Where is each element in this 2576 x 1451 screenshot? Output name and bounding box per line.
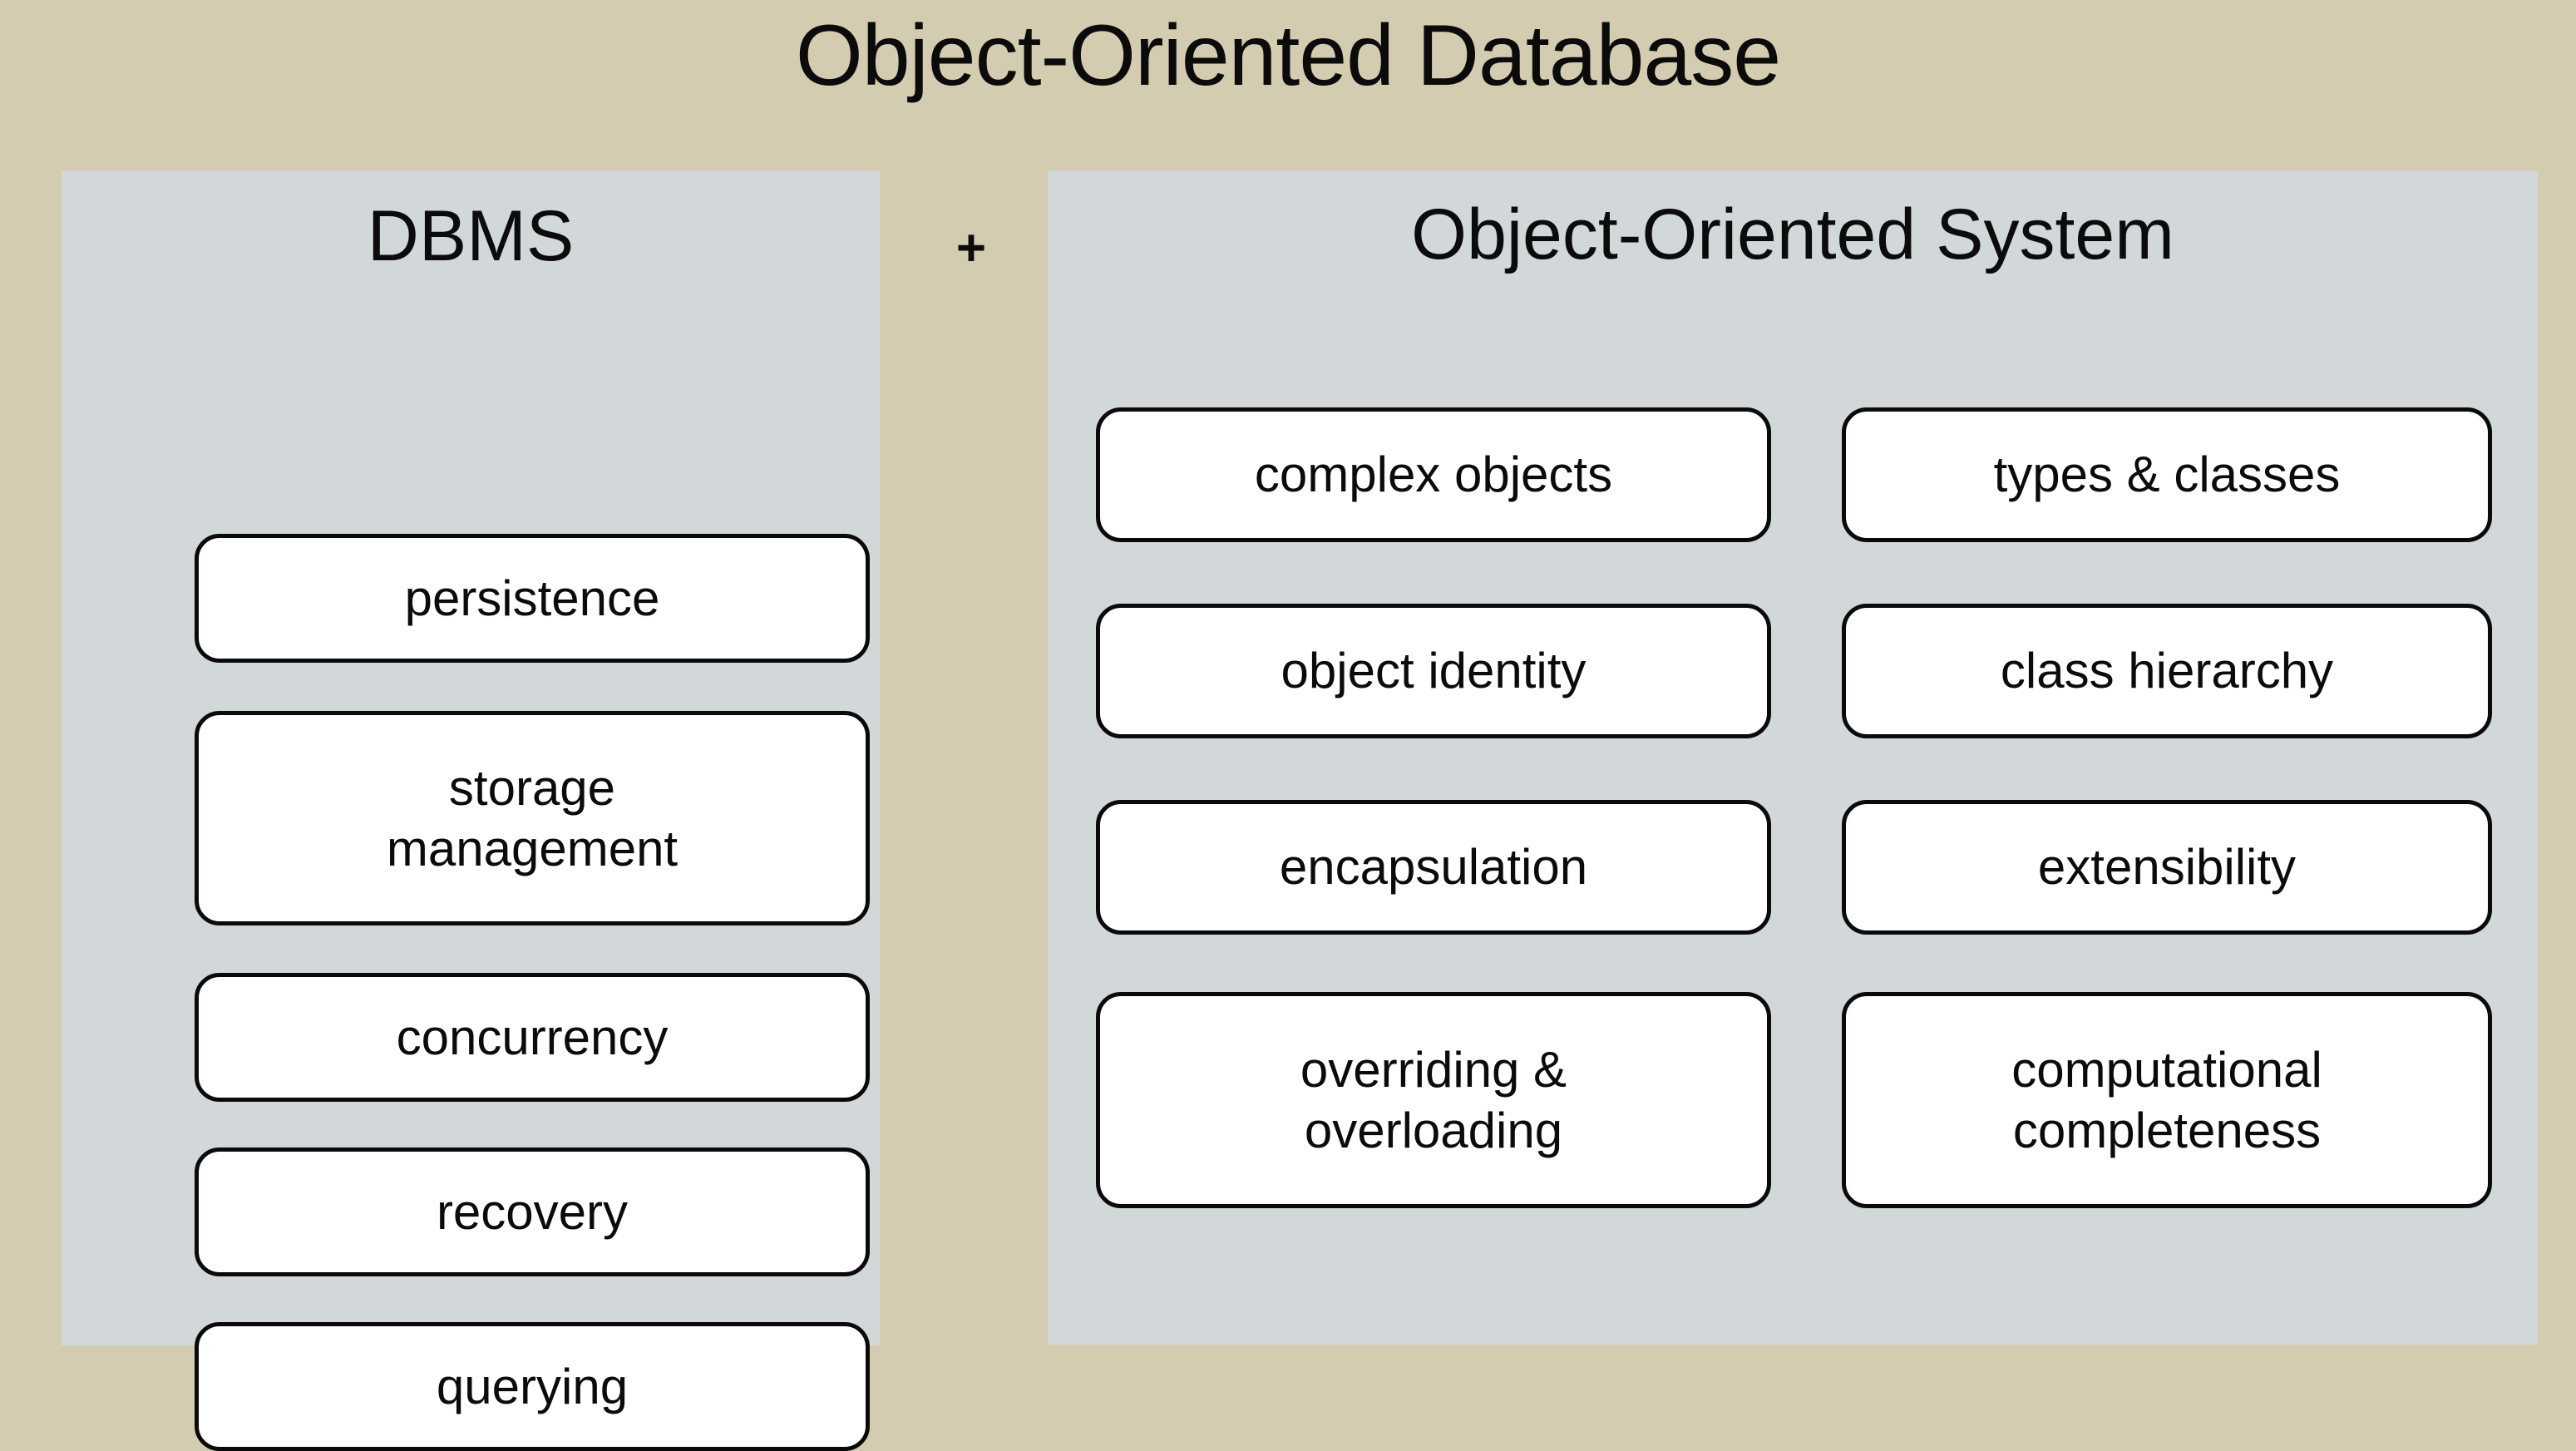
concept-box-storage-management: storage management xyxy=(195,711,870,925)
concept-box-persistence: persistence xyxy=(195,534,870,663)
concept-box-label: concurrency xyxy=(396,1009,669,1065)
concept-box-label: encapsulation xyxy=(1279,839,1588,896)
diagram-canvas: Object-Oriented Database DBMS persistenc… xyxy=(62,7,2538,1451)
concept-box-types-and-classes: types & classes xyxy=(1842,407,2492,542)
dbms-panel-title: DBMS xyxy=(367,196,575,276)
concept-box-label: recovery xyxy=(436,1183,629,1240)
concept-box-label: persistence xyxy=(404,570,660,626)
concept-box-class-hierarchy: class hierarchy xyxy=(1842,604,2492,738)
concept-box-label: object identity xyxy=(1281,643,1587,699)
plus-operator-symbol: + xyxy=(955,220,987,277)
concept-box-concurrency: concurrency xyxy=(195,973,870,1102)
concept-box-encapsulation: encapsulation xyxy=(1096,800,1771,935)
concept-box-recovery: recovery xyxy=(195,1147,870,1276)
concept-box-label: types & classes xyxy=(1993,447,2341,503)
object-oriented-system-panel-title: Object-Oriented System xyxy=(1411,195,2174,274)
concept-box-querying: querying xyxy=(195,1322,870,1451)
page-title: Object-Oriented Database xyxy=(795,7,1781,104)
concept-box-label: overriding & overloading xyxy=(1300,1041,1567,1158)
concept-box-label: complex objects xyxy=(1254,447,1613,503)
concept-box-overriding-and-overloading: overriding & overloading xyxy=(1096,992,1771,1208)
concept-box-complex-objects: complex objects xyxy=(1096,407,1771,542)
concept-box-object-identity: object identity xyxy=(1096,604,1771,738)
concept-box-label: class hierarchy xyxy=(2000,643,2334,699)
concept-box-label: extensibility xyxy=(2037,839,2297,896)
dbms-panel: DBMS persistence storage management conc… xyxy=(62,170,880,1451)
concept-box-label: querying xyxy=(436,1358,629,1414)
concept-box-computational-completeness: computational completeness xyxy=(1842,992,2492,1208)
concept-box-extensibility: extensibility xyxy=(1842,800,2492,935)
concept-box-label: storage management xyxy=(386,759,679,876)
concept-box-label: computational completeness xyxy=(2011,1041,2322,1158)
